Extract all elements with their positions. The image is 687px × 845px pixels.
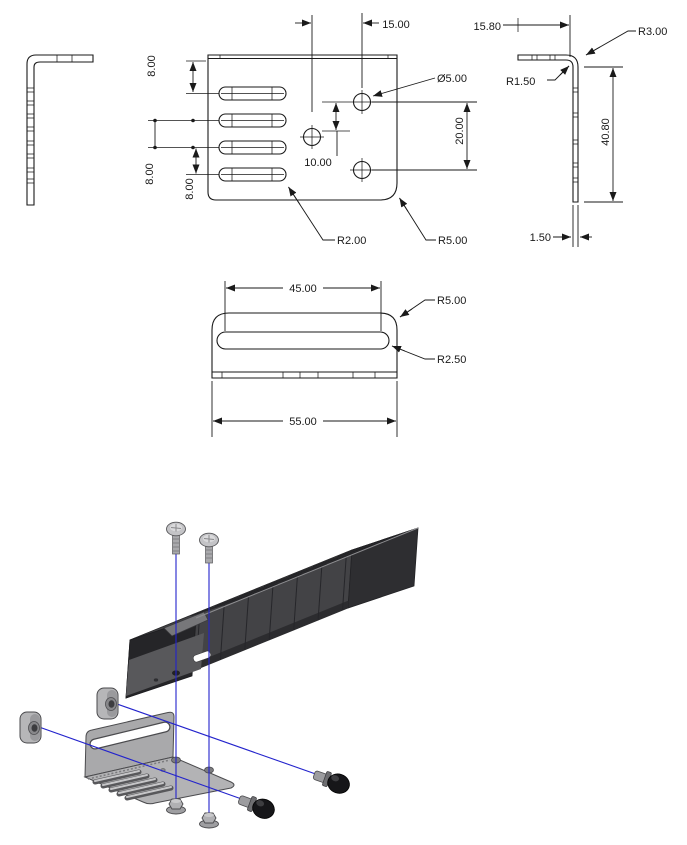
dim-8a-label: 8.00 <box>146 55 158 76</box>
dim-45-label: 45.00 <box>289 283 317 295</box>
dim-r2-label: R2.00 <box>337 235 366 247</box>
dim-8c-label: 8.00 <box>184 178 196 199</box>
dim-r25-label: R2.50 <box>437 354 466 366</box>
dim-15-label: 15.00 <box>382 19 410 31</box>
view-top: 45.00 R5.00 R2.50 55.00 <box>211 281 466 437</box>
dim-r5-top: R5.00 <box>399 295 466 318</box>
dim-150-label: 1.50 <box>530 232 551 244</box>
dim-r5-front: R5.00 <box>399 197 467 247</box>
top-slot <box>216 331 390 350</box>
pan-head-screw-1 <box>166 521 186 555</box>
dim-r15: R1.50 <box>506 65 570 88</box>
dim-1580: 15.80 <box>473 15 571 57</box>
black-thumb-screw-1 <box>238 795 275 819</box>
bracket-louvers <box>92 769 174 801</box>
assembly-guide-lines <box>24 554 328 814</box>
dim-4080-label: 40.80 <box>600 118 612 146</box>
dim-55-label: 55.00 <box>289 416 317 428</box>
black-thumb-screw-2 <box>312 770 350 794</box>
dim-20: 20.00 <box>372 101 477 171</box>
cable-drag-chain <box>125 527 419 699</box>
dim-r3: R3.00 <box>585 26 667 56</box>
hex-nut-1 <box>166 798 186 815</box>
dim-r15-label: R1.50 <box>506 76 535 88</box>
pan-head-screw-2 <box>199 532 219 564</box>
chain-mount-hole-small <box>153 678 159 682</box>
chain-mount-slot <box>192 650 212 663</box>
side-right-ticks <box>531 55 578 183</box>
side-left-ticks <box>27 55 73 184</box>
dim-dia5: Ø5.00 <box>372 73 467 97</box>
dim-10-label: 10.00 <box>304 157 332 169</box>
dim-8b-label: 8.00 <box>144 163 156 184</box>
exploded-assembly-view <box>19 521 419 829</box>
front-holes <box>300 90 374 182</box>
front-slots <box>218 86 287 182</box>
chain-link-openings <box>190 534 401 617</box>
dim-4080: 40.80 <box>584 66 623 203</box>
t-slot-nut-2 <box>96 687 119 720</box>
dim-15: 15.00 <box>295 13 410 112</box>
hex-nut-2 <box>199 812 219 829</box>
view-side-right: 15.80 R3.00 R1.50 40.80 1.50 <box>473 15 667 247</box>
mounting-bracket <box>83 711 235 805</box>
dim-55: 55.00 <box>211 381 398 437</box>
dim-150: 1.50 <box>530 205 592 247</box>
dim-8-group: 8.00 8.00 8.00 <box>144 55 219 200</box>
view-front: 15.00 Ø5.00 8.00 8.00 8.00 <box>144 13 477 247</box>
dim-20-label: 20.00 <box>454 117 466 145</box>
t-slot-nut-1 <box>19 711 42 744</box>
dim-dia5-label: Ø5.00 <box>437 73 467 85</box>
top-bend-ticks <box>221 372 376 378</box>
dim-r3-label: R3.00 <box>638 26 667 38</box>
dim-r2: R2.00 <box>288 186 366 247</box>
dim-45: 45.00 <box>224 281 382 331</box>
view-side-left <box>26 54 94 206</box>
dim-10: 10.00 <box>304 101 350 169</box>
dim-1580-label: 15.80 <box>473 21 501 33</box>
dim-r25: R2.50 <box>391 345 466 366</box>
dim-r5-front-label: R5.00 <box>438 235 467 247</box>
bracket-slot <box>90 722 170 749</box>
dim-r5-top-label: R5.00 <box>437 295 466 307</box>
